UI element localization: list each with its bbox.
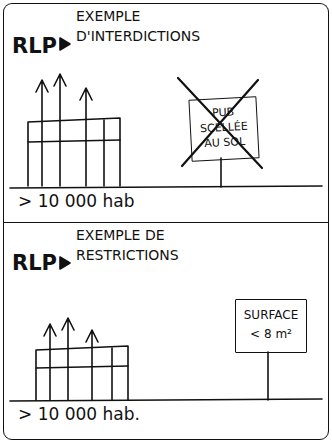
population-note: > 10 000 hab <box>18 191 218 211</box>
pointer-triangle <box>60 38 70 50</box>
sign-board: PUB SCELLÉE AU SOL <box>188 96 259 161</box>
panel-band: RLP EXEMPLE D'INTERDICTIONS > 10 000 hab PU… <box>3 3 329 223</box>
acronym-label: RLP <box>12 34 64 59</box>
population-note: > 10 000 hab. <box>18 404 218 424</box>
cross-out-mark <box>182 80 258 166</box>
sign-text: SURFACE < 8 m² <box>238 306 304 344</box>
cross-out-mark <box>178 78 262 168</box>
ground-line <box>10 399 322 401</box>
panel-heading: EXEMPLE DE RESTRICTIONS <box>76 225 246 265</box>
sign-post <box>220 158 222 187</box>
sign-text: PUB SCELLÉE AU SOL <box>192 103 256 151</box>
acronym-label: RLP <box>12 251 64 276</box>
pointer-triangle <box>60 257 70 269</box>
sign-board: SURFACE < 8 m² <box>235 299 307 353</box>
sign-post <box>267 352 269 400</box>
building-sketch <box>28 74 120 186</box>
building-sketch <box>36 318 128 400</box>
panel-band: RLP EXEMPLE DE RESTRICTIONS > 10 000 hab. S… <box>3 222 329 440</box>
panel-heading: EXEMPLE D'INTERDICTIONS <box>76 6 246 46</box>
ground-line <box>10 186 322 188</box>
